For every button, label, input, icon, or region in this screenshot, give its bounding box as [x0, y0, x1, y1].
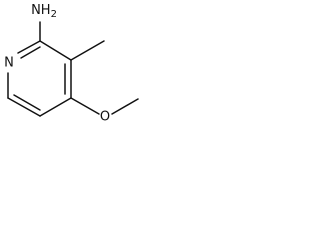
bond-c4-oxygen	[70, 97, 100, 115]
bond-oxygen-methyl	[111, 98, 139, 115]
amine-label: NH2	[31, 3, 57, 21]
double-bond-c2-n1-inner	[20, 46, 41, 59]
double-bond-c6-c5-inner	[13, 94, 41, 111]
pyridine-ring	[7, 40, 72, 117]
chemical-structure: N NH2 O	[4, 3, 139, 125]
methoxy-oxygen-label: O	[100, 110, 110, 125]
bond-c6-c5	[7, 97, 41, 117]
bond-c3-c2	[39, 40, 72, 61]
bond-c3-methyl	[70, 40, 105, 61]
ring-nitrogen-label: N	[4, 56, 14, 71]
bond-c2-n1	[17, 40, 41, 54]
bond-c5-c4	[39, 97, 72, 117]
amine-subscript-label: 2	[51, 9, 57, 20]
amine-main-label: NH	[31, 3, 51, 18]
substituents	[39, 21, 139, 115]
